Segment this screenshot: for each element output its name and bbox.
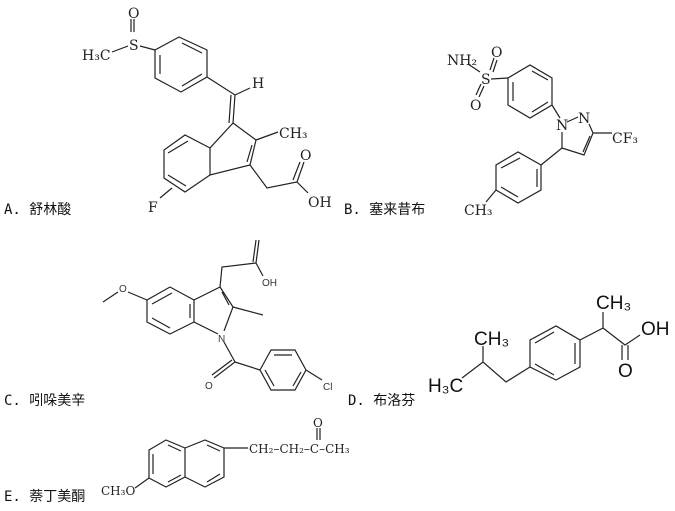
- option-b: B. 塞来昔布: [344, 199, 425, 219]
- atom-h3c: H₃C: [82, 48, 111, 64]
- structure-celecoxib: NH₂ S O O N N CF₃ CH₃: [447, 45, 638, 219]
- atom-ch3: CH₃: [596, 293, 631, 314]
- atom-nh2: NH₂: [447, 53, 477, 69]
- atom-n2: N: [578, 111, 590, 127]
- atom-f: F: [148, 200, 158, 216]
- atom-oh: OH: [641, 319, 670, 340]
- atom-s: S: [129, 38, 139, 54]
- atom-o: O: [313, 416, 323, 430]
- atom-cf3: CF₃: [612, 131, 638, 147]
- atom-h3c: H₃C: [428, 376, 463, 397]
- structure-indomethacin: O OH N O Cl: [102, 239, 332, 393]
- option-a: A. 舒林酸: [4, 199, 71, 219]
- atom-h: H: [252, 76, 264, 92]
- atom-ch3: CH₃: [279, 126, 308, 142]
- option-letter: E.: [4, 489, 21, 505]
- side-chain: CH₂–CH₂–C–CH₃: [249, 442, 350, 456]
- option-name: 布洛芬: [373, 393, 416, 409]
- option-letter: B.: [344, 202, 361, 218]
- option-name: 塞来昔布: [369, 202, 426, 218]
- atom-n1: N: [556, 118, 568, 134]
- structure-nabumetone: O CH₂–CH₂–C–CH₃ CH₃O: [101, 416, 350, 498]
- atom-o: O: [618, 361, 633, 382]
- atom-o: O: [128, 6, 139, 22]
- structure-ibuprofen: H₃C CH₃ CH₃ OH O: [428, 293, 670, 397]
- option-letter: D.: [348, 393, 365, 409]
- option-name: 舒林酸: [29, 202, 72, 218]
- atom-oh: OH: [262, 278, 277, 289]
- atom-o: O: [491, 45, 502, 61]
- atom-o: O: [300, 148, 311, 164]
- atom-ch3: CH₃: [474, 329, 509, 350]
- option-name: 萘丁美酮: [29, 489, 86, 505]
- atom-ch3o: CH₃O: [101, 484, 135, 498]
- option-d: D. 布洛芬: [348, 390, 415, 410]
- option-letter: A.: [4, 202, 21, 218]
- option-e: E. 萘丁美酮: [4, 486, 85, 506]
- option-name: 吲哚美辛: [29, 393, 86, 409]
- atom-o: O: [205, 381, 213, 392]
- structure-sulindac: O S H₃C H CH₃ O OH F: [82, 6, 332, 216]
- atom-ch3: CH₃: [464, 203, 493, 219]
- option-c: C. 吲哚美辛: [4, 390, 85, 410]
- atom-cl: Cl: [323, 382, 332, 393]
- atom-n: N: [218, 334, 225, 345]
- atom-oh: OH: [308, 195, 332, 211]
- option-letter: C.: [4, 393, 21, 409]
- atom-o: O: [119, 284, 127, 295]
- atom-s: S: [481, 72, 491, 88]
- atom-o: O: [470, 98, 481, 114]
